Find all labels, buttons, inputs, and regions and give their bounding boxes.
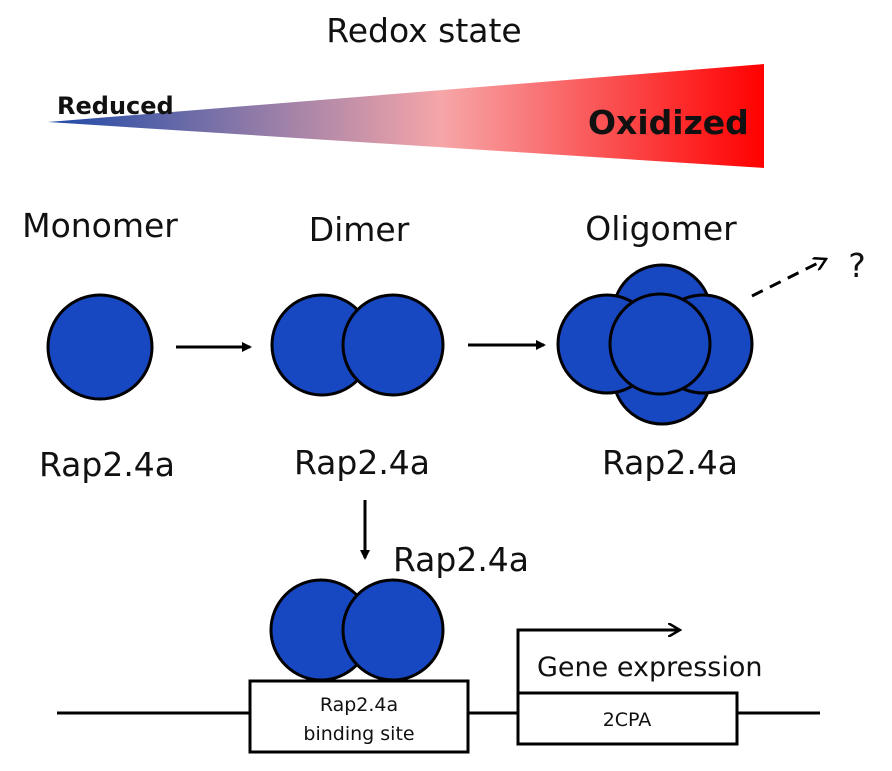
unknown-mark: ? — [848, 246, 866, 285]
oligomer-circle-center — [608, 292, 712, 396]
oxidized-label: Oxidized — [588, 103, 749, 142]
binding-site-line1: Rap2.4a — [320, 694, 398, 716]
oligomer-label: Oligomer — [585, 209, 737, 248]
dashed-arrow-to-unknown — [751, 259, 826, 298]
monomer-protein-label: Rap2.4a — [39, 445, 175, 484]
gene-expression-label: Gene expression — [537, 652, 762, 683]
oligomer-protein-label: Rap2.4a — [602, 443, 738, 482]
reduced-label: Reduced — [57, 92, 174, 120]
monomer-circle — [46, 293, 154, 401]
dimer-protein-label: Rap2.4a — [294, 443, 430, 482]
dimer-circle-right — [341, 293, 445, 397]
transcription-arrow — [516, 630, 680, 693]
binding-site-line2: binding site — [303, 723, 414, 745]
monomer-label: Monomer — [22, 206, 178, 245]
bound-dimer-circle-right — [341, 578, 445, 682]
gene-box — [516, 691, 739, 746]
binding-site-box — [248, 679, 470, 754]
dimer-label: Dimer — [309, 210, 410, 249]
bound-protein-label: Rap2.4a — [393, 540, 529, 579]
redox-state-title: Redox state — [326, 11, 522, 50]
redox-gradient-wedge — [48, 64, 764, 168]
gene-label: 2CPA — [603, 709, 652, 731]
